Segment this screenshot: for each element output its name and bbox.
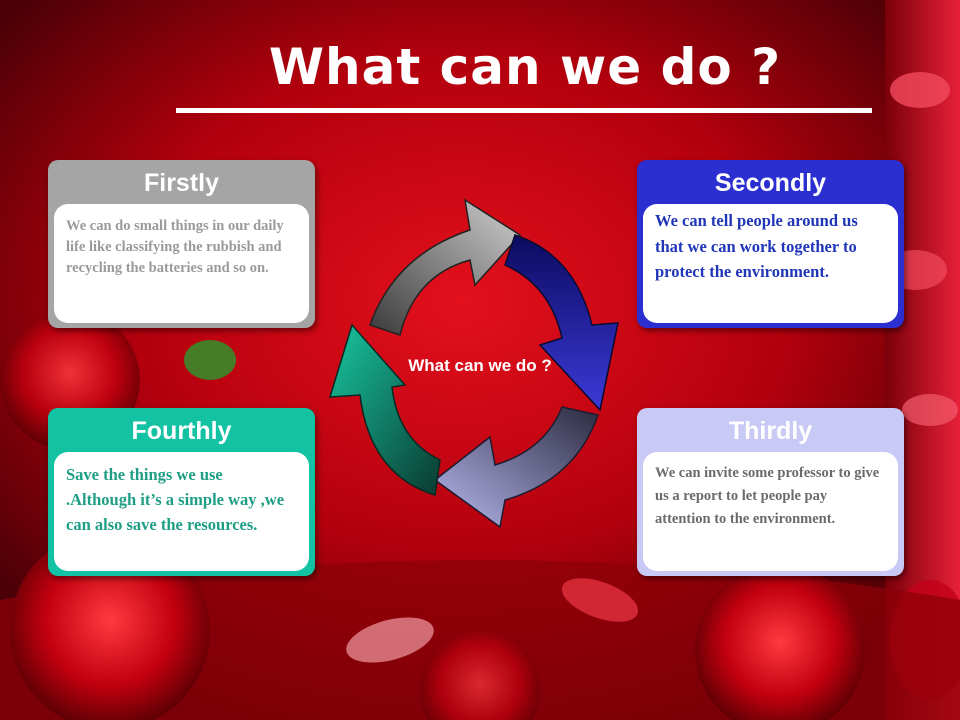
card-fourthly: Fourthly Save the things we use .Althoug… xyxy=(48,408,315,576)
center-label: What can we do ? xyxy=(408,356,552,375)
card-secondly-heading: Secondly xyxy=(714,169,827,197)
card-firstly: Firstly We can do small things in our da… xyxy=(48,160,315,328)
card-secondly-text: We can tell people around us that we can… xyxy=(643,204,898,323)
card-firstly-heading: Firstly xyxy=(143,169,220,197)
arrow-teal xyxy=(328,323,441,496)
title-underline xyxy=(176,108,872,113)
arrow-lavender xyxy=(433,406,599,529)
arrow-blue xyxy=(504,234,619,412)
card-firstly-text: We can do small things in our daily life… xyxy=(54,204,309,323)
arrow-gray xyxy=(369,198,522,336)
card-thirdly-heading: Thirdly xyxy=(728,417,813,445)
card-thirdly-text: We can invite some professor to give us … xyxy=(643,452,898,571)
slide-title: What can we do ? xyxy=(268,38,782,96)
card-fourthly-heading: Fourthly xyxy=(131,417,232,445)
card-secondly: Secondly We can tell people around us th… xyxy=(637,160,904,328)
card-fourthly-text: Save the things we use .Although it’s a … xyxy=(54,452,309,571)
cycle-arrows-diagram xyxy=(328,198,619,529)
card-thirdly: Thirdly We can invite some professor to … xyxy=(637,408,904,576)
